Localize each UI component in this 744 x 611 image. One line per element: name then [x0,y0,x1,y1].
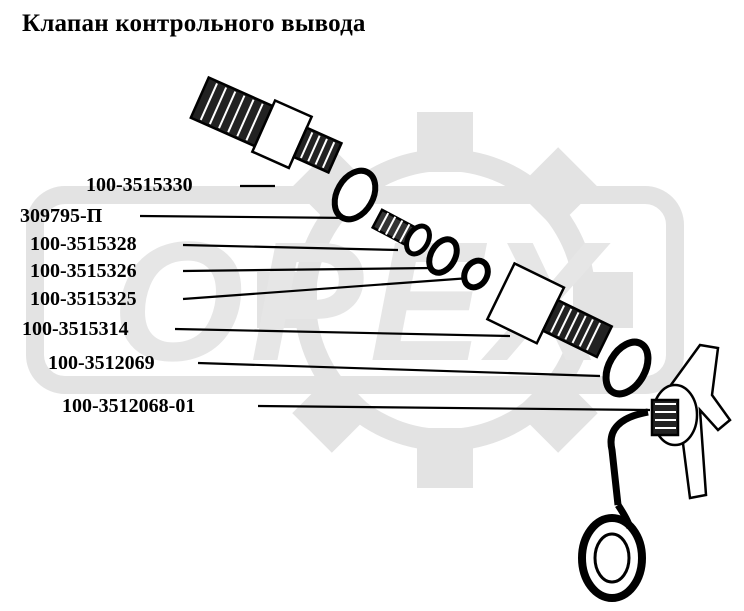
part-number-label: 100-3515325 [30,288,137,310]
valve-assembly [189,75,732,602]
part-number-label: 309795-П [20,205,103,227]
part-number-label: 100-3512069 [48,352,155,374]
leader-line [182,243,399,252]
leader-line [182,266,433,273]
leader-line [139,214,353,220]
gasket [426,236,460,276]
ring [404,223,432,257]
washer [331,167,379,223]
part-number-label: 100-3515330 [86,174,193,196]
wing-cap [650,343,732,500]
part-number-label: 100-3515328 [30,233,137,255]
page-title: Клапан контрольного вывода [22,10,366,37]
part-number-label: 100-3515314 [22,318,129,340]
leader-line [174,327,511,338]
part-number-label: 100-3515326 [30,260,137,282]
leader-line [197,361,601,378]
leader-line [182,276,471,301]
threaded-stud [189,75,344,175]
chain-loop [578,408,649,602]
large-washer [602,338,652,398]
leader-lines [139,184,651,412]
leader-line [257,404,651,412]
part-number-label: 100-3512068-01 [62,395,196,417]
nut-small [461,257,491,291]
valve-body [485,261,614,359]
